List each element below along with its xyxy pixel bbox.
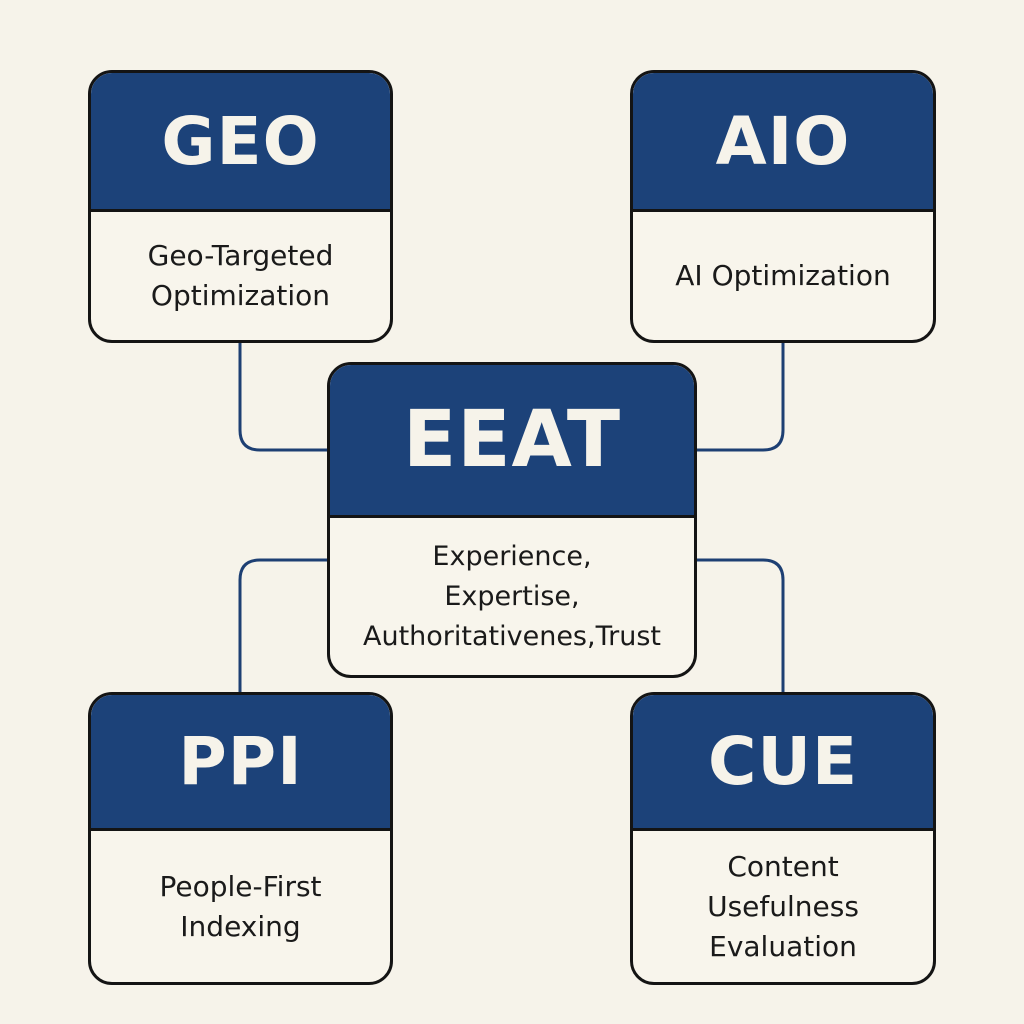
node-cue-description-line: Usefulness [707, 889, 859, 923]
node-cue: CUE Content Usefulness Evaluation [630, 692, 936, 985]
node-eeat-description-line: Experience, [432, 540, 592, 572]
node-cue-description-line: Evaluation [709, 929, 857, 963]
node-geo-description-line: Optimization [150, 279, 331, 312]
connector-eeat-ppi [238, 558, 331, 694]
connector-geo-eeat [238, 341, 331, 452]
node-geo-title: GEO [91, 73, 390, 212]
node-eeat-description-line: Authoritativenes,Trust [363, 620, 661, 652]
node-ppi-title: PPI [91, 695, 390, 831]
node-aio-title: AIO [633, 73, 933, 212]
node-cue-description-line: Content [727, 849, 839, 883]
node-eeat-description-line: Expertise, [444, 580, 580, 612]
node-aio-description: AI Optimization [633, 212, 933, 340]
node-geo-description: Geo-Targeted Optimization [91, 212, 390, 340]
node-aio: AIO AI Optimization [630, 70, 936, 343]
node-cue-description: Content Usefulness Evaluation [633, 831, 933, 982]
node-eeat-title: EEAT [330, 365, 694, 518]
node-ppi-description: People-First Indexing [91, 831, 390, 982]
node-eeat: EEAT Experience, Expertise, Authoritativ… [327, 362, 697, 678]
node-ppi-description-line: People-First [159, 869, 322, 903]
node-eeat-description: Experience, Expertise, Authoritativenes,… [330, 518, 694, 675]
node-cue-title: CUE [633, 695, 933, 831]
node-geo: GEO Geo-Targeted Optimization [88, 70, 393, 343]
node-aio-description-line: AI Optimization [675, 259, 891, 292]
node-ppi-description-line: Indexing [180, 909, 301, 943]
node-geo-description-line: Geo-Targeted [147, 239, 334, 272]
node-ppi: PPI People-First Indexing [88, 692, 393, 985]
connector-aio-eeat [693, 341, 785, 452]
connector-eeat-cue [693, 558, 785, 694]
